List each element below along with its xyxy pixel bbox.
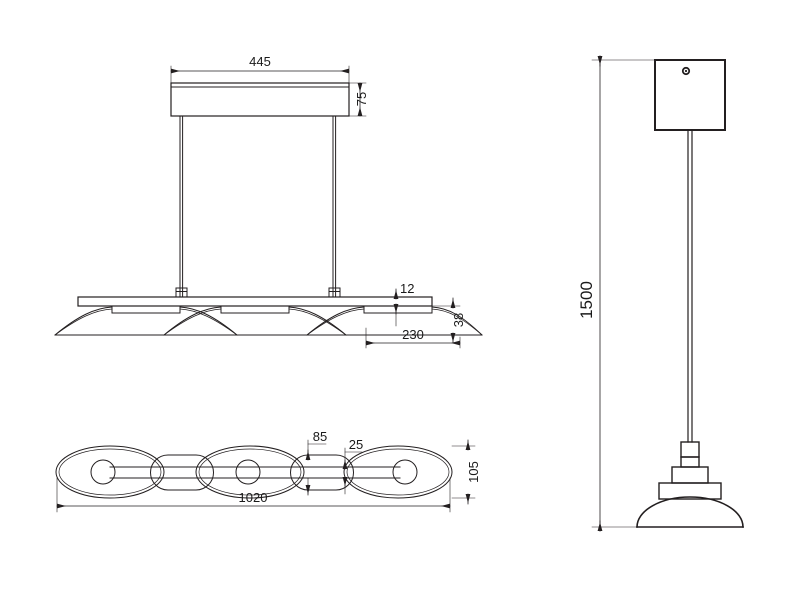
side-pendant-view: 1500 — [577, 55, 744, 532]
cable-mount-left — [175, 287, 188, 298]
shade-front-center — [163, 305, 347, 336]
dimension-shade-diameter: 230 — [365, 327, 461, 349]
dim-label-link-width: 85 — [313, 429, 327, 444]
plan-link-left — [150, 454, 214, 491]
pendant-connector — [658, 441, 722, 500]
dimension-shade-depth: 105 — [451, 439, 481, 505]
dim-label-shade-height: 38 — [451, 313, 466, 327]
plan-shade-left — [55, 445, 165, 499]
dimension-shade-height: 38 — [431, 297, 483, 344]
plan-shade-center — [195, 445, 305, 499]
dim-label-bar-thickness: 12 — [400, 281, 414, 296]
dimension-canopy-width: 445 — [170, 54, 350, 84]
dim-label-shade-diameter: 230 — [402, 327, 424, 342]
dim-label-bar-width: 25 — [349, 437, 363, 452]
dimension-overall-length: 1020 — [56, 477, 451, 513]
dim-label-overall-length: 1020 — [239, 490, 268, 505]
dim-label-shade-depth: 105 — [466, 461, 481, 483]
dimension-link-width: 85 — [305, 429, 327, 496]
dim-label-canopy-height: 75 — [354, 92, 369, 106]
suspension-cable-left — [179, 115, 184, 298]
pendant-cord — [687, 129, 693, 443]
dimension-bar-thickness: 12 — [393, 281, 414, 327]
dimension-canopy-height: 75 — [348, 82, 369, 117]
canopy-box — [170, 82, 350, 117]
dimension-bar-width: 25 — [342, 437, 363, 495]
dim-label-canopy-width: 445 — [249, 54, 271, 69]
plan-shade-right — [343, 445, 453, 499]
suspension-cable-right — [332, 115, 337, 298]
shade-front-left — [54, 305, 238, 336]
dimension-drop-height: 1500 — [577, 55, 661, 532]
cable-mount-right — [328, 287, 341, 298]
pendant-dome-shade — [636, 496, 744, 528]
plan-connector-bar — [109, 466, 401, 479]
dim-label-drop-height: 1500 — [577, 281, 596, 319]
support-bar — [77, 296, 433, 307]
front-elevation-view: 445 75 12 — [54, 54, 483, 349]
bottom-plan-view: 1020 85 25 — [55, 429, 481, 513]
pendant-canopy — [654, 59, 726, 131]
